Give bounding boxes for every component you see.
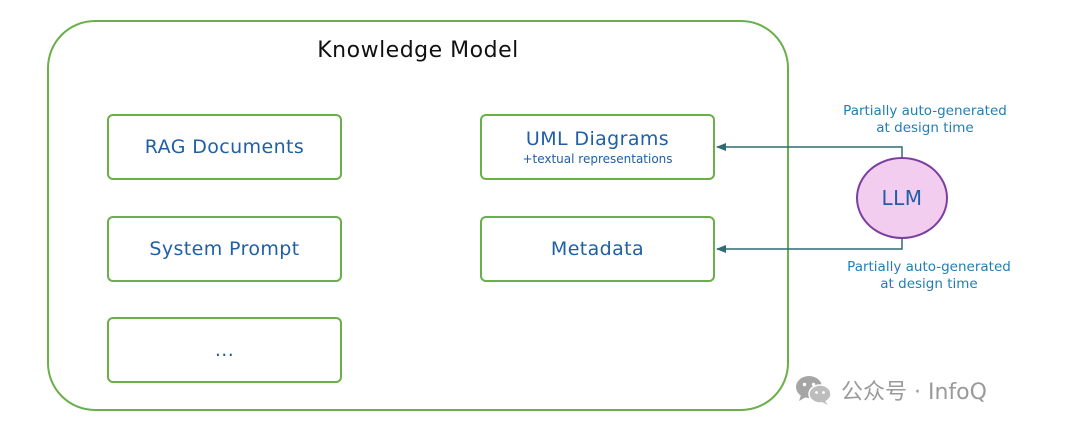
more-items-label: ... xyxy=(214,339,235,361)
rag-documents-label: RAG Documents xyxy=(144,136,305,158)
more-items-box: ... xyxy=(107,317,342,383)
arrow-llm-to-metadata xyxy=(716,239,903,253)
llm-label: LLM xyxy=(881,186,923,210)
note-bottom-line2: at design time xyxy=(880,276,978,292)
note-bottom: Partially auto-generated at design time xyxy=(814,259,1044,293)
uml-diagrams-sublabel: +textual representations xyxy=(522,152,673,166)
uml-diagrams-label: UML Diagrams xyxy=(525,128,670,150)
metadata-label: Metadata xyxy=(550,238,645,260)
arrow-llm-to-uml xyxy=(716,143,903,158)
llm-node: LLM xyxy=(856,157,948,239)
note-top-line2: at design time xyxy=(876,120,974,136)
note-top-line1: Partially auto-generated xyxy=(843,103,1007,119)
wechat-icon xyxy=(796,376,832,405)
knowledge-model-container xyxy=(47,20,789,411)
rag-documents-box: RAG Documents xyxy=(107,114,342,180)
metadata-box: Metadata xyxy=(480,216,715,282)
note-bottom-line1: Partially auto-generated xyxy=(847,259,1011,275)
note-top: Partially auto-generated at design time xyxy=(810,103,1040,137)
uml-diagrams-box: UML Diagrams +textual representations xyxy=(480,114,715,180)
system-prompt-label: System Prompt xyxy=(149,238,300,260)
watermark: 公众号 · InfoQ xyxy=(795,372,987,408)
system-prompt-box: System Prompt xyxy=(107,216,342,282)
watermark-text: 公众号 · InfoQ xyxy=(841,380,987,405)
diagram-title: Knowledge Model xyxy=(317,38,519,63)
